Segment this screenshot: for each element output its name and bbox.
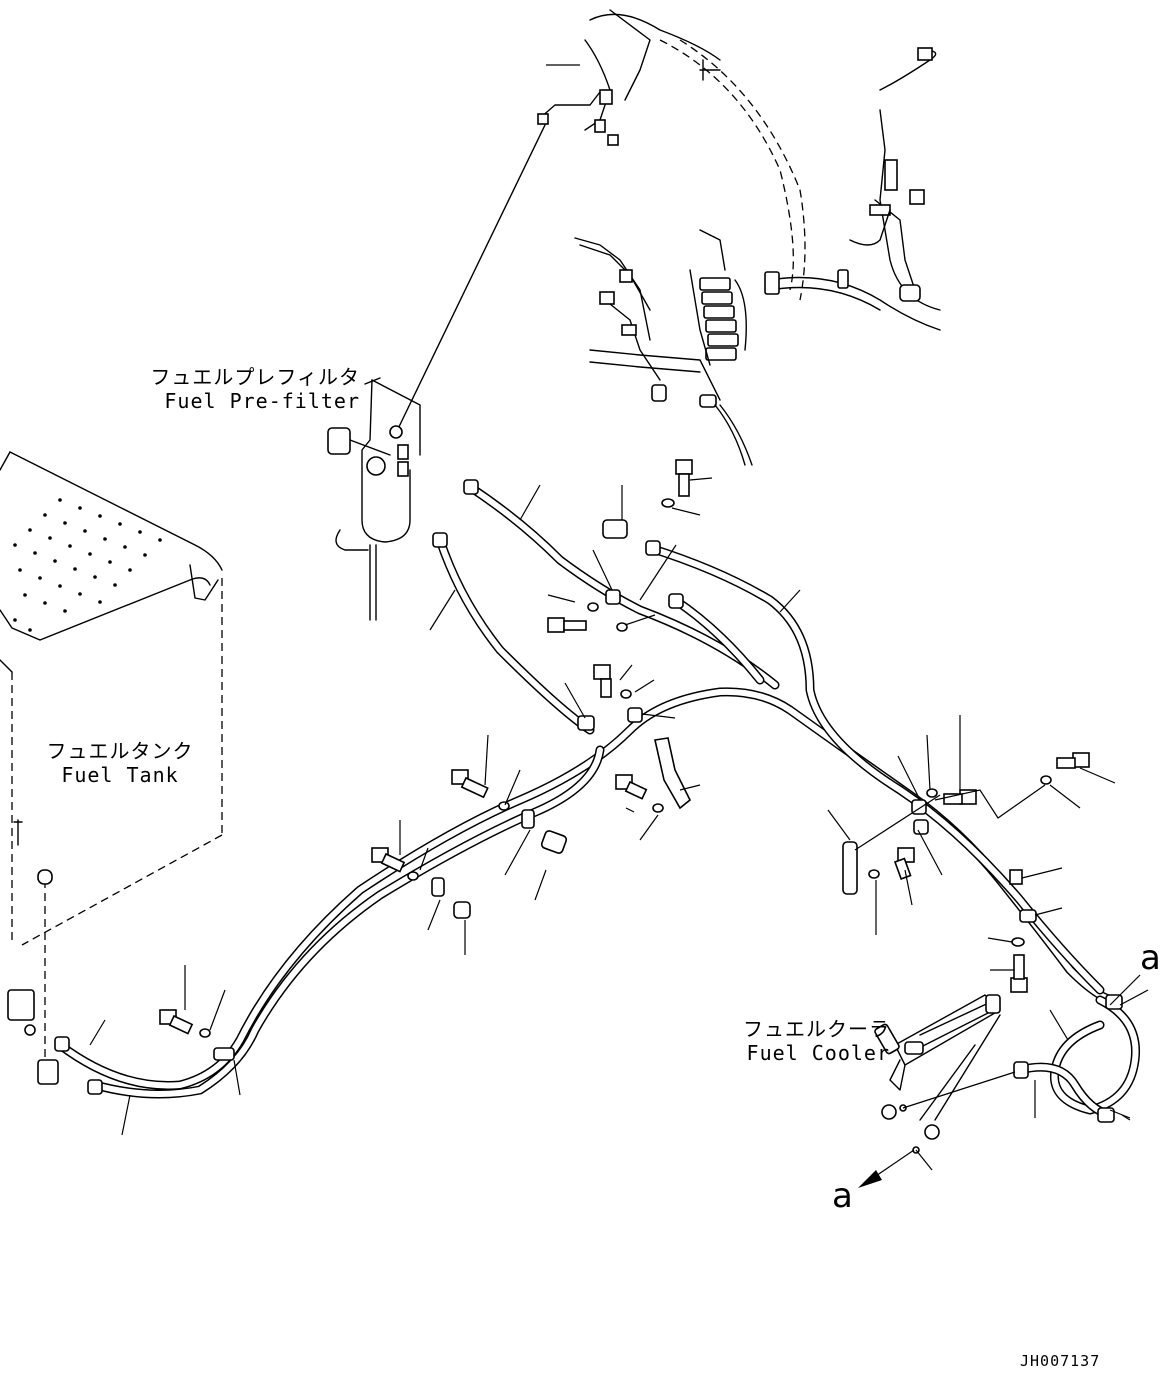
prefilter-label-jp: フュエルプレフィルタ	[150, 365, 360, 389]
view-mark-top: a	[1140, 938, 1162, 978]
fuel-cooler	[874, 994, 1016, 1154]
bolt	[675, 459, 693, 497]
washer	[199, 1028, 211, 1038]
fuel-pre-filter	[327, 377, 421, 621]
prefilter-label-en: Fuel Pre-filter	[164, 389, 360, 413]
fuel-tank	[0, 451, 223, 1085]
leader-lines	[89, 64, 1149, 1171]
washer	[926, 788, 938, 798]
drawing-code: JH007137	[1020, 1352, 1101, 1370]
bolt	[1056, 752, 1090, 769]
wire-harness	[394, 9, 941, 466]
connector-stack	[689, 269, 747, 366]
bolt	[451, 769, 489, 799]
collar	[540, 830, 568, 854]
tank-label-jp: フュエルタンク	[46, 739, 194, 763]
washer	[498, 801, 510, 811]
washer	[616, 622, 628, 632]
fasteners	[159, 459, 1090, 1038]
bolt	[371, 847, 406, 873]
washer	[1011, 937, 1025, 947]
washer	[652, 803, 664, 813]
bolt	[547, 617, 587, 633]
bracket	[654, 737, 692, 810]
bracket	[842, 841, 858, 895]
washer	[587, 602, 599, 612]
arrow-down-left-icon	[858, 1149, 915, 1188]
washer	[1040, 775, 1052, 785]
nut	[1009, 869, 1023, 885]
cooler-label-jp: フュエルクーラ	[743, 1017, 890, 1041]
bolt	[1010, 954, 1028, 993]
bolt	[159, 1009, 194, 1035]
tank-rivet-grid	[13, 498, 162, 632]
view-mark-bottom: a	[832, 1176, 854, 1216]
washer	[620, 689, 632, 699]
bolt	[615, 774, 648, 800]
collar	[602, 519, 628, 539]
bolt	[593, 664, 612, 698]
washer	[868, 869, 880, 879]
collar	[453, 901, 471, 919]
tank-label-en: Fuel Tank	[61, 763, 179, 787]
washer	[407, 871, 419, 881]
cooler-label-en: Fuel Cooler	[746, 1041, 890, 1065]
fuel-hoses	[54, 479, 1141, 1123]
bolt	[893, 847, 915, 880]
washer	[661, 498, 675, 508]
